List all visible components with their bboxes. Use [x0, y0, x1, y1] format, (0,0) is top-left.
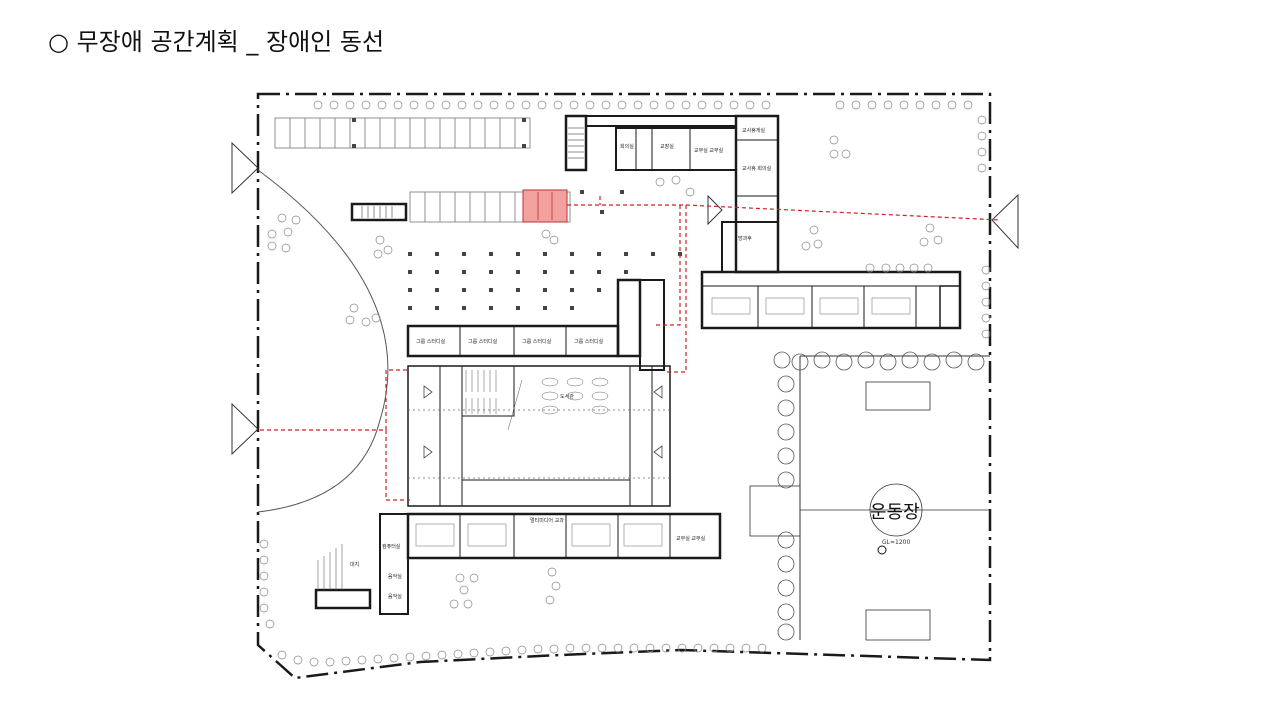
parking-row-mid: [409, 191, 571, 223]
lower-label-2: 교무실 교무실: [676, 535, 706, 542]
site-trees: [259, 100, 991, 667]
lower-label-1: 컴퓨터실: [382, 543, 401, 550]
classroom-label-2: 그룹 스터디실: [468, 338, 498, 345]
south-classroom-wing: [314, 512, 722, 615]
level-marker: [877, 545, 887, 555]
accessible-parking-highlight: [522, 189, 568, 223]
entrance-marker-top-left: [231, 141, 259, 195]
office-label-2: 회의실: [620, 143, 634, 150]
lower-label-4: 음악실: [388, 593, 402, 600]
office-label-5: 교사휴 회의실: [742, 165, 772, 172]
library-tables: [541, 377, 609, 415]
office-label-1: 교사휴게실: [742, 127, 765, 134]
classroom-label-4: 그룹 스터디실: [574, 338, 604, 345]
accessible-route: [260, 196, 1001, 501]
stair-block-left: [350, 202, 408, 222]
classroom-label-3: 그룹 스터디실: [522, 338, 552, 345]
classroom-label-1: 그룹 스터디실: [416, 338, 446, 345]
site-boundary: [256, 92, 992, 680]
playground: [749, 355, 990, 641]
lower-label-5: 대지: [350, 561, 359, 568]
parking-row-top: [274, 117, 531, 149]
entrance-marker-left: [231, 402, 259, 456]
hedge-trees: [773, 351, 985, 641]
entrance-marker-right: [991, 193, 1019, 250]
column-grid: [352, 118, 682, 310]
east-desks: [711, 297, 911, 315]
north-classroom-row: [406, 278, 665, 371]
approach-arc: [257, 169, 389, 513]
admin-building: [564, 114, 780, 274]
office-label-3: 교장실: [660, 143, 674, 150]
office-label-6: 방과후: [738, 235, 752, 242]
lower-label-6: 멀티미디어 교과: [530, 517, 564, 524]
office-label-4: 교무실 교무실: [694, 147, 724, 154]
central-atrium: [407, 365, 671, 507]
south-desks: [415, 523, 663, 547]
ground-level-label: GL=1200: [882, 539, 910, 546]
playground-label: 운동장: [870, 502, 920, 523]
east-classroom-wing: [700, 270, 962, 330]
atrium-label: 도서관: [560, 393, 574, 400]
entrance-marker-mid: [707, 194, 723, 226]
lower-label-3: 음악실: [388, 573, 402, 580]
slide-title: ○ 무장애 공간계획 _ 장애인 동선: [48, 28, 385, 56]
